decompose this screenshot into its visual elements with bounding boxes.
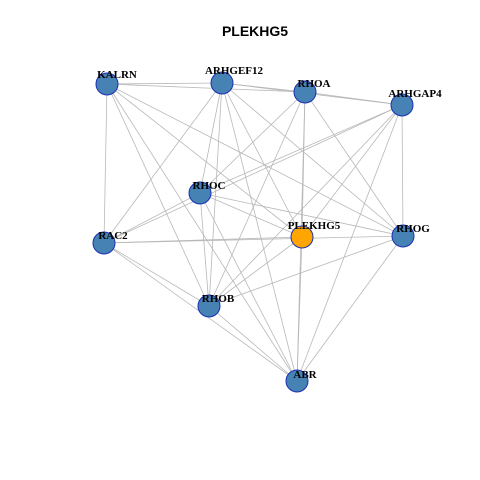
node-label-rhoc: RHOC — [193, 180, 226, 192]
edge-arhgap4-rhog — [401, 104, 404, 237]
edge-arhgap4-rac2 — [103, 104, 403, 244]
node-arhgef12 — [210, 71, 234, 95]
edge-kalrn-rhoa — [106, 83, 306, 93]
node-rhoa — [293, 80, 317, 104]
diagram-title: PLEKHG5 — [222, 23, 288, 39]
edge-kalrn-rac2 — [103, 83, 108, 244]
edge-arhgef12-abr — [221, 82, 298, 382]
edge-kalrn-arhgef12 — [106, 82, 223, 85]
node-label-abr: ABR — [293, 369, 317, 381]
node-arhgap4 — [390, 93, 414, 117]
edge-rhoa-rhog — [304, 91, 404, 237]
edge-arhgap4-rhoc — [199, 104, 403, 194]
edge-rhoa-arhgap4 — [304, 91, 403, 106]
node-rhog — [391, 224, 415, 248]
edge-arhgef12-plekhg5 — [221, 82, 303, 238]
edge-arhgef12-rhob — [208, 82, 223, 307]
node-rhoc — [188, 181, 212, 205]
edge-rhoc-rhob — [199, 192, 210, 307]
edge-rhog-abr — [296, 235, 404, 382]
edge-arhgap4-plekhg5 — [301, 104, 403, 238]
edge-rhoa-rhoc — [199, 91, 306, 194]
edge-kalrn-rhog — [106, 83, 404, 237]
node-kalrn — [95, 72, 119, 96]
node-label-arhgef12: ARHGEF12 — [205, 65, 264, 77]
node-label-rhog: RHOG — [396, 223, 430, 235]
edge-arhgef12-rac2 — [103, 82, 223, 244]
nodes-layer — [92, 71, 415, 393]
edge-rhog-rac2 — [103, 235, 404, 244]
edge-arhgef12-rhog — [221, 82, 404, 237]
node-abr — [285, 369, 309, 393]
edge-rhoa-rhob — [208, 91, 306, 307]
node-plekhg5 — [290, 225, 314, 249]
edge-rac2-rhob — [103, 242, 210, 307]
edge-rhoc-abr — [199, 192, 298, 382]
edges-layer — [103, 82, 404, 382]
edge-rhoc-rhog — [199, 192, 404, 237]
edge-plekhg5-abr — [296, 236, 303, 382]
edge-rhob-abr — [208, 305, 298, 382]
edge-kalrn-abr — [106, 83, 298, 382]
edge-arhgef12-rhoc — [199, 82, 223, 194]
node-label-rhoa: RHOA — [298, 78, 331, 90]
edge-arhgap4-abr — [296, 104, 403, 382]
edge-kalrn-plekhg5 — [106, 83, 303, 238]
node-rhob — [197, 294, 221, 318]
node-label-plekhg5: PLEKHG5 — [288, 220, 341, 232]
edge-kalrn-rhob — [106, 83, 210, 307]
node-label-kalrn: KALRN — [97, 69, 137, 81]
edge-rhog-rhob — [208, 235, 404, 307]
edge-rhoc-rac2 — [103, 192, 201, 244]
node-rac2 — [92, 231, 116, 255]
edge-plekhg5-rhob — [208, 236, 303, 307]
node-label-arhgap4: ARHGAP4 — [388, 88, 442, 100]
node-label-rhob: RHOB — [202, 293, 235, 305]
edge-rhoc-plekhg5 — [199, 192, 303, 238]
node-label-rac2: RAC2 — [98, 230, 128, 242]
